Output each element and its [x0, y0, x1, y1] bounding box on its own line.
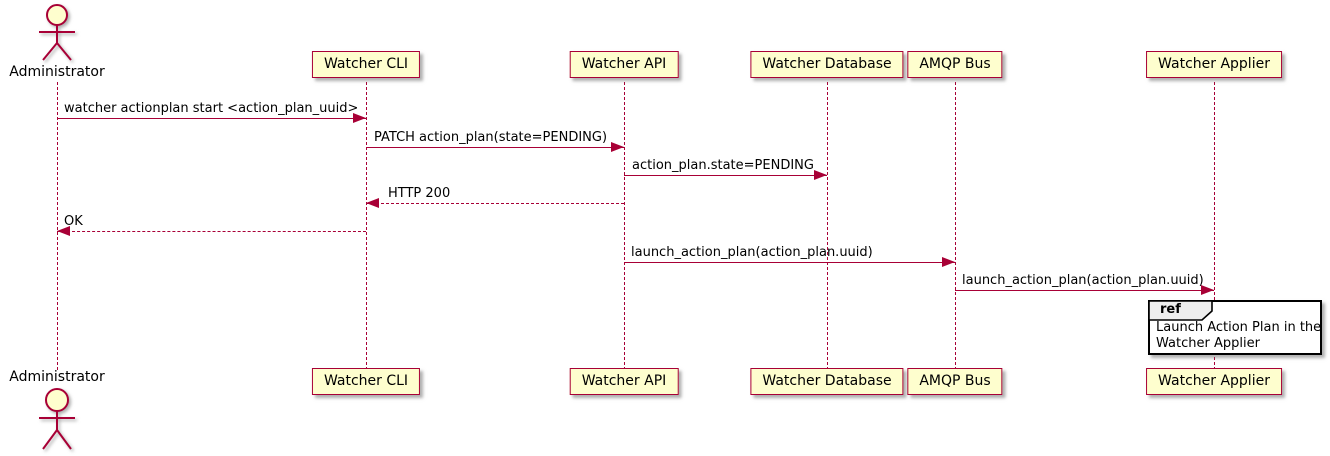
- lifeline-watcher-cli: [366, 82, 367, 370]
- participant-watcher-cli-top: Watcher CLI: [311, 51, 421, 78]
- message-6-line: [624, 262, 955, 263]
- actor-name-bottom: Administrator: [9, 369, 105, 385]
- participant-watcher-database-bottom: Watcher Database: [750, 368, 904, 395]
- lifeline-watcher-database: [827, 82, 828, 370]
- message-1-arrowhead-icon: [353, 113, 366, 123]
- ref-keyword: ref: [1160, 302, 1181, 317]
- message-7-arrowhead-icon: [1201, 285, 1214, 295]
- message-6-arrowhead-icon: [942, 257, 955, 267]
- participant-watcher-api-top: Watcher API: [569, 51, 679, 78]
- message-1-line: [57, 118, 366, 119]
- message-6-label: launch_action_plan(action_plan.uuid): [631, 245, 873, 260]
- message-3-line: [624, 175, 827, 176]
- actor-icon: [34, 3, 80, 67]
- ref-text-line-2: Watcher Applier: [1156, 336, 1260, 351]
- message-3-label: action_plan.state=PENDING: [632, 158, 814, 173]
- message-4-line: [366, 203, 624, 204]
- message-2-label: PATCH action_plan(state=PENDING): [374, 130, 608, 145]
- lifeline-watcher-api: [624, 82, 625, 370]
- lifeline-amqp-bus: [955, 82, 956, 370]
- actor-icon-bottom: [34, 386, 80, 456]
- message-4-arrowhead-icon: [366, 198, 379, 208]
- ref-text-line-1: Launch Action Plan in the: [1156, 320, 1322, 335]
- participant-amqp-bus-top: AMQP Bus: [907, 51, 1003, 78]
- participant-amqp-bus-bottom: AMQP Bus: [907, 368, 1003, 395]
- message-7-label: launch_action_plan(action_plan.uuid): [962, 273, 1204, 288]
- actor-name-top: Administrator: [9, 64, 105, 80]
- participant-watcher-applier-bottom: Watcher Applier: [1146, 368, 1282, 395]
- participant-watcher-api-bottom: Watcher API: [569, 368, 679, 395]
- message-2-arrowhead-icon: [611, 142, 624, 152]
- message-5-label: OK: [64, 214, 83, 229]
- participant-watcher-cli-bottom: Watcher CLI: [311, 368, 421, 395]
- message-5-arrowhead-icon: [57, 226, 70, 236]
- message-3-arrowhead-icon: [814, 170, 827, 180]
- participant-watcher-applier-top: Watcher Applier: [1146, 51, 1282, 78]
- participant-watcher-database-top: Watcher Database: [750, 51, 904, 78]
- ref-fragment: ref Launch Action Plan in the Watcher Ap…: [1148, 300, 1322, 355]
- ref-tab-icon: [1148, 300, 1213, 321]
- message-4-label: HTTP 200: [388, 186, 451, 201]
- message-2-line: [366, 147, 624, 148]
- message-7-line: [955, 290, 1214, 291]
- message-1-label: watcher actionplan start <action_plan_uu…: [64, 101, 359, 116]
- message-5-line: [57, 231, 366, 232]
- lifeline-watcher-applier: [1214, 82, 1215, 370]
